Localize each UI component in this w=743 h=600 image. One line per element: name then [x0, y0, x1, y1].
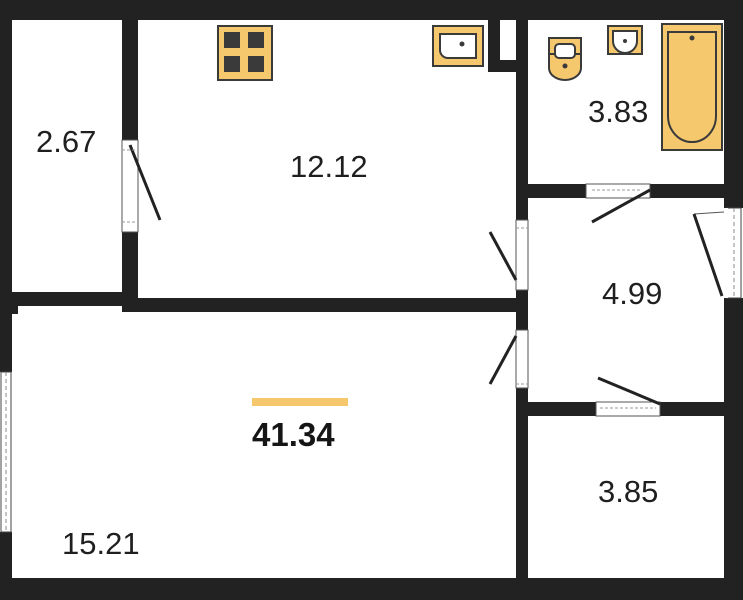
wall-bath-bottom-left	[516, 184, 586, 198]
wall-bath-bottom-right	[650, 184, 743, 198]
bathtub-icon	[661, 23, 723, 151]
wall-hall-closet-right	[660, 402, 743, 416]
door-closet	[595, 376, 661, 417]
room-area-storage: 2.67	[36, 124, 96, 159]
wall-storage-kitchen-upper	[122, 10, 138, 140]
wall-living-top-left	[8, 300, 18, 314]
toilet-icon	[548, 37, 582, 81]
total-area: 41.34	[252, 416, 335, 453]
stove-icon	[217, 25, 273, 81]
room-area-hallway: 4.99	[602, 276, 662, 311]
windows	[0, 207, 742, 533]
fixtures	[217, 23, 723, 151]
outer-wall-left-upper	[0, 0, 12, 372]
wall-kitchen-living	[122, 298, 528, 312]
total-area-accent-bar	[252, 398, 348, 406]
outer-wall-right-lower	[724, 298, 743, 600]
room-area-kitchen: 12.12	[290, 149, 368, 184]
wall-hall-closet-left	[516, 402, 596, 416]
door-bathroom	[585, 183, 651, 224]
room-area-living: 15.21	[62, 526, 140, 561]
room-area-bathroom: 3.83	[588, 94, 648, 129]
outer-wall-right-upper	[724, 0, 743, 208]
outer-wall-left-lower	[0, 532, 12, 600]
bathroom-sink-icon	[607, 25, 643, 55]
door-living	[488, 329, 529, 389]
room-area-closet: 3.85	[598, 474, 658, 509]
door-entrance	[692, 208, 728, 298]
door-kitchen	[488, 219, 529, 291]
wall-storage-kitchen-lower	[122, 232, 138, 298]
door-storage	[121, 139, 162, 233]
wall-hall-left-mid	[516, 290, 528, 330]
shaft-wall-bottom	[488, 60, 528, 72]
outer-wall-top	[0, 0, 743, 20]
wall-hall-left-low	[516, 388, 528, 588]
outer-wall-bottom	[0, 578, 743, 600]
shaft-wall-left	[488, 20, 500, 66]
doors	[121, 139, 728, 417]
kitchen-sink-icon	[432, 25, 484, 67]
wall-storage-bottom	[8, 292, 138, 306]
